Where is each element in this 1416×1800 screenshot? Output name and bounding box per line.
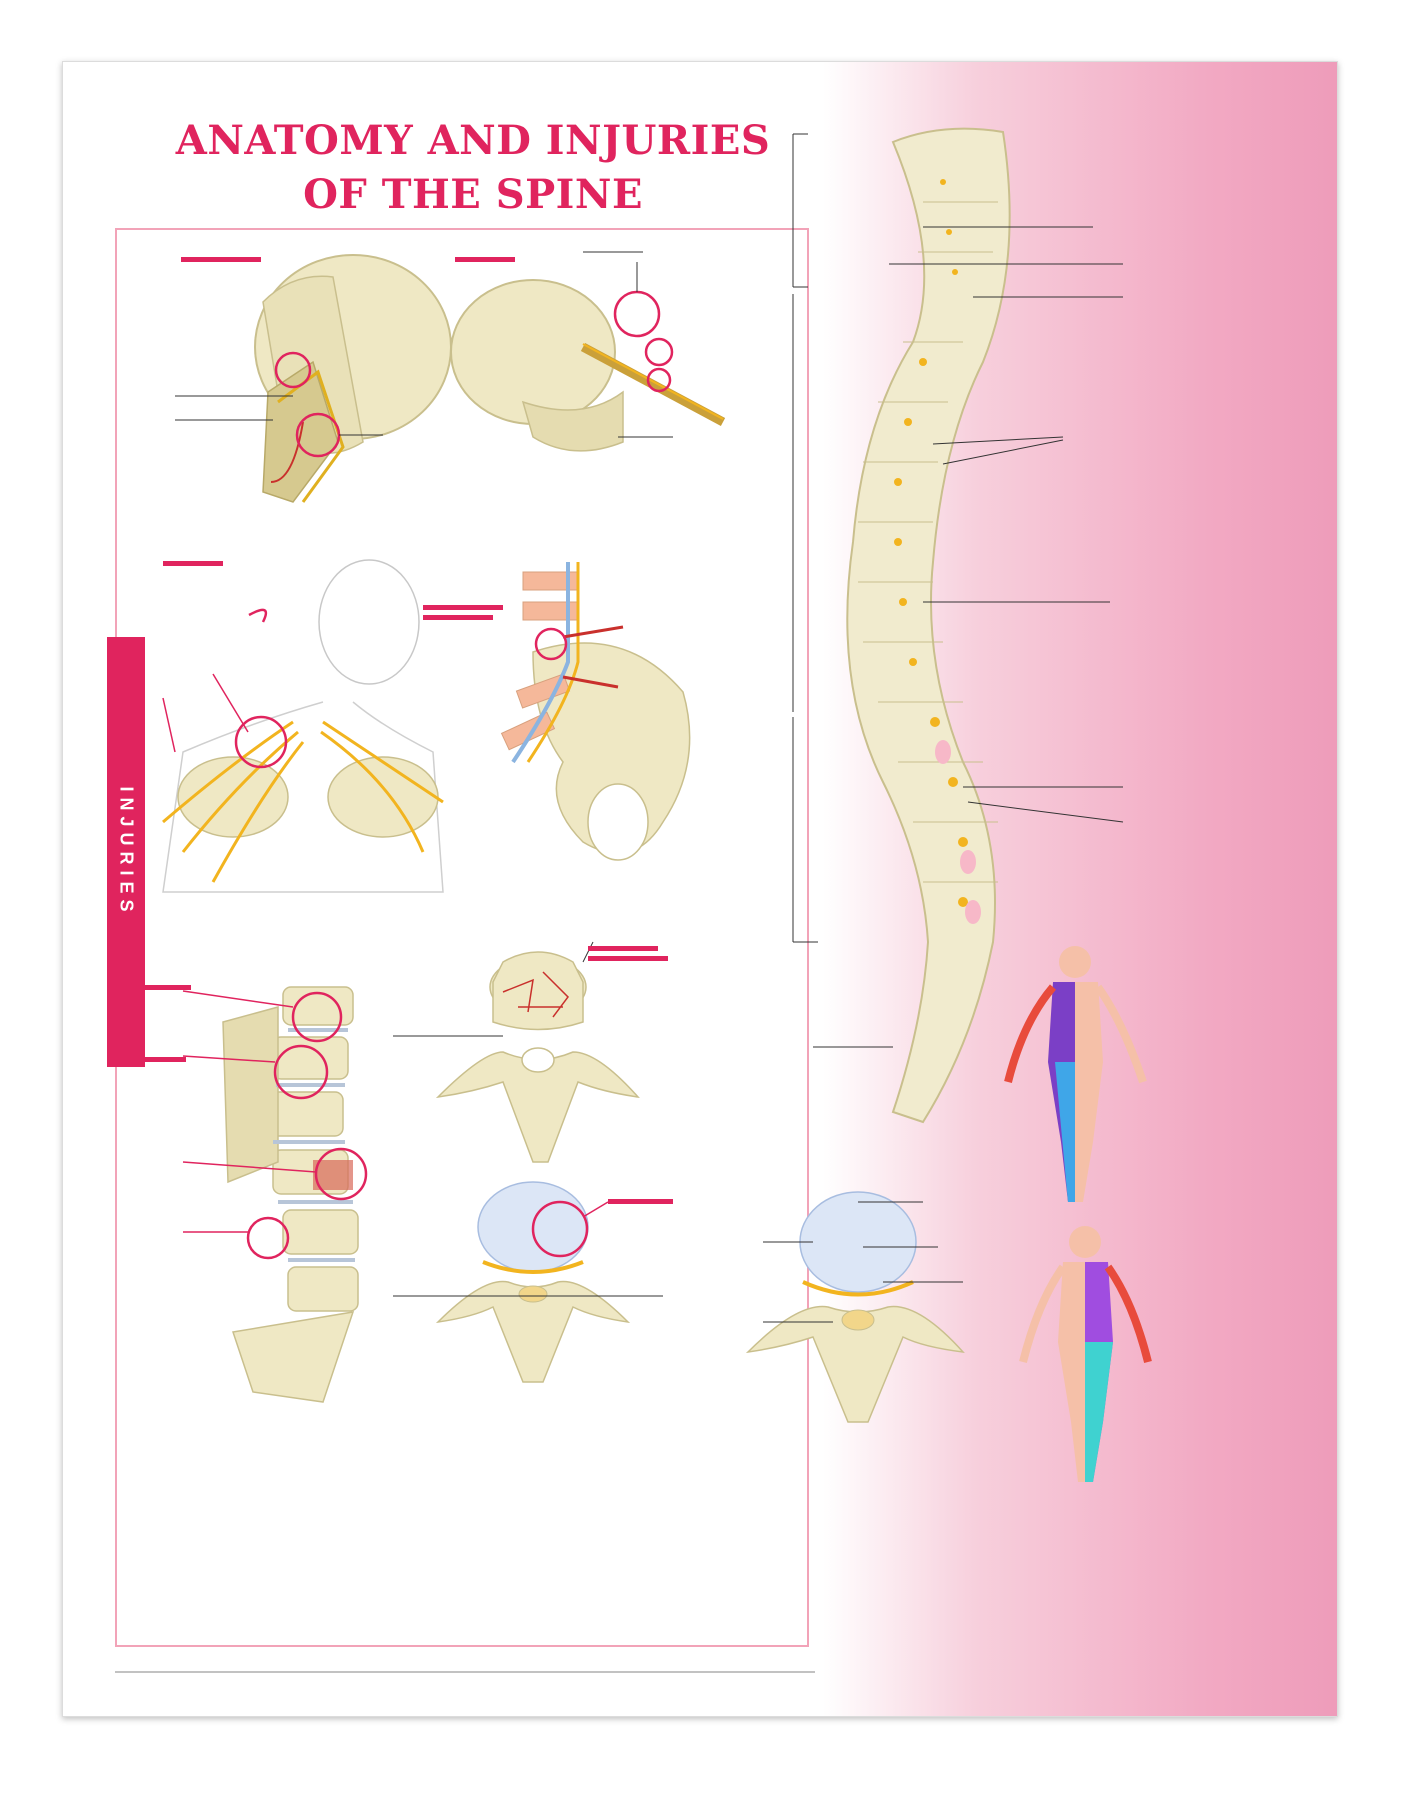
skull-icon xyxy=(254,254,452,503)
shoulder-nerves-icon xyxy=(162,559,444,893)
disc-herniation-icon xyxy=(393,1181,663,1383)
title-line-2: OF THE SPINE xyxy=(303,171,643,218)
injury-marker-brachial xyxy=(162,608,288,769)
footer-line xyxy=(115,1671,815,1673)
dermatome-body-back-icon xyxy=(1019,1226,1152,1482)
injury-markers-lumbar xyxy=(182,990,368,1260)
title-line-1: ANATOMY AND INJURIES xyxy=(175,117,771,164)
skull-rear-icon xyxy=(450,279,726,452)
anatomy-poster: ANATOMY AND INJURIES OF THE SPINE INJURI… xyxy=(62,61,1338,1717)
lumbar-spine-icon xyxy=(222,986,359,1403)
injuries-section-tab: INJURIES xyxy=(107,637,145,1067)
cross-section-vertebra-icon xyxy=(745,1191,965,1423)
vertebra-fracture-icon xyxy=(393,941,640,1163)
dermatome-body-front-icon xyxy=(1004,946,1147,1202)
injury-markers-skull-side xyxy=(175,351,383,458)
injury-marker-pelvis xyxy=(534,627,568,661)
full-spine-icon xyxy=(792,127,1124,1124)
poster-title: ANATOMY AND INJURIES OF THE SPINE xyxy=(103,114,843,222)
injury-markers-skull-rear xyxy=(583,251,674,438)
injury-marker-herniation xyxy=(531,1200,589,1258)
illustrations xyxy=(131,127,1152,1482)
pelvis-icon xyxy=(500,562,691,861)
